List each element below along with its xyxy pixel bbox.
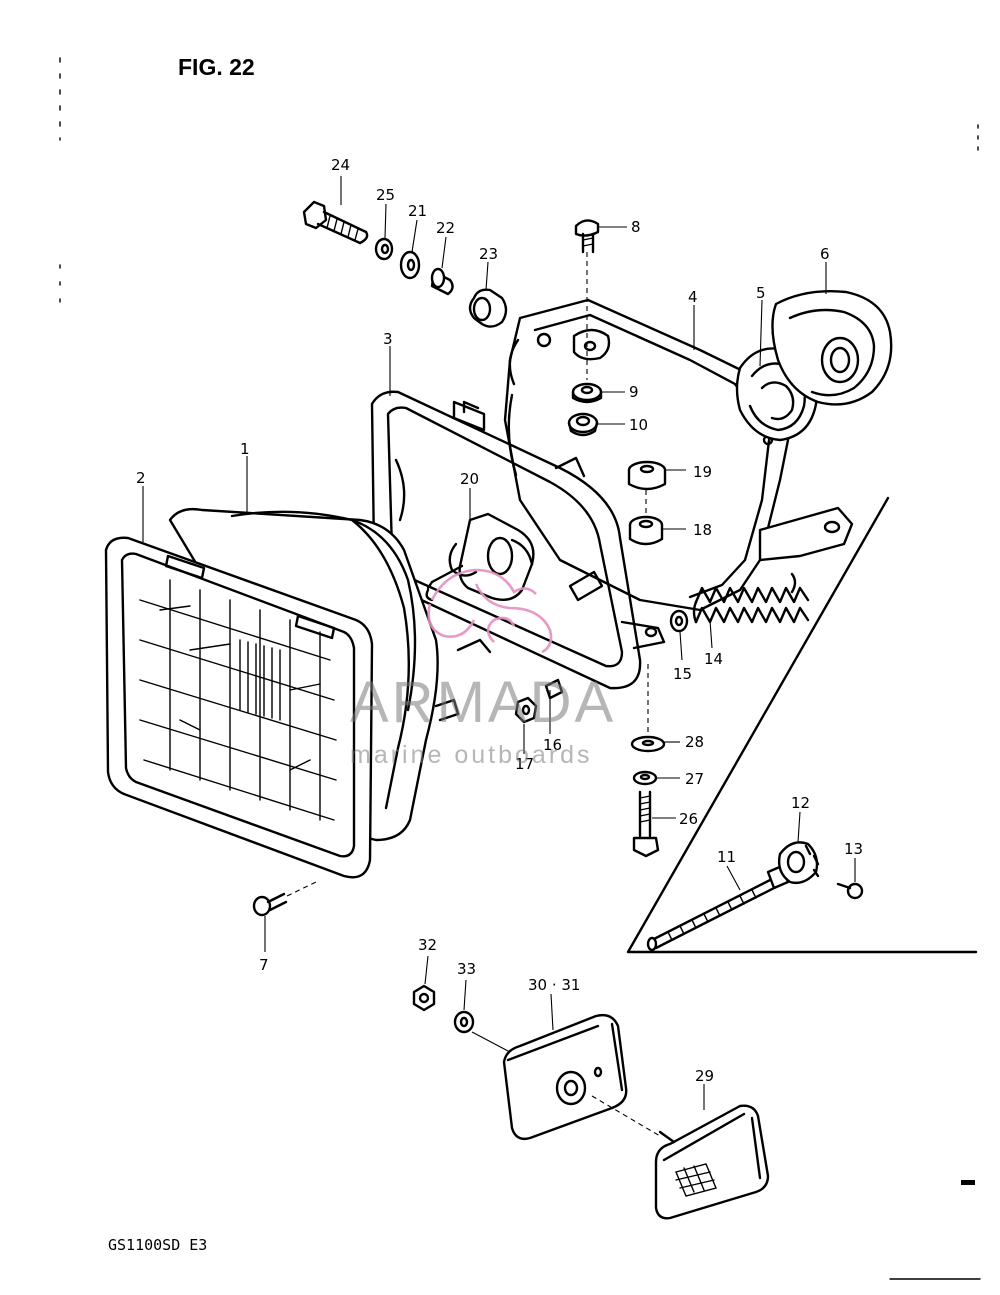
callout-18: 18 <box>693 521 712 539</box>
callout-13: 13 <box>844 840 863 858</box>
part-29-reflector <box>654 1104 770 1220</box>
callout-5: 5 <box>756 284 766 302</box>
callout-28: 28 <box>685 733 704 751</box>
callout-26: 26 <box>679 810 698 828</box>
callout-12: 12 <box>791 794 810 812</box>
callout-33: 33 <box>457 960 476 978</box>
part-7-screw <box>252 892 288 917</box>
part-14-spring <box>692 572 810 624</box>
part-10-grommet <box>567 412 599 437</box>
part-21-washer <box>399 250 421 280</box>
part-12-adjuster-nut <box>777 841 820 885</box>
callout-11: 11 <box>717 848 736 866</box>
callout-23: 23 <box>479 245 498 263</box>
watermark: ARMADA marine outboards <box>350 568 616 769</box>
callout-1: 1 <box>240 440 250 458</box>
callout-27: 27 <box>685 770 704 788</box>
detail-inset-outline <box>626 496 978 954</box>
part-19-cushion <box>627 460 667 491</box>
callout-3: 3 <box>383 330 393 348</box>
part-26-bolt <box>632 790 660 858</box>
callout-4: 4 <box>688 288 698 306</box>
part-8-screw <box>574 219 600 254</box>
callout-29: 29 <box>695 1067 714 1085</box>
callout-17: 17 <box>515 755 534 773</box>
part-15-washer <box>669 609 689 633</box>
model-code: GS1100SD E3 <box>108 1236 207 1254</box>
watermark-logo <box>427 568 553 654</box>
callout-labels: 1 2 3 4 5 6 7 8 9 10 11 12 13 14 15 16 1… <box>136 156 863 1085</box>
callout-8: 8 <box>631 218 641 236</box>
callout-7: 7 <box>259 956 269 974</box>
callout-9: 9 <box>629 383 639 401</box>
callout-6: 6 <box>820 245 830 263</box>
part-17-nut <box>514 696 538 724</box>
part-30-31-reflector-bracket <box>502 1013 628 1141</box>
part-32-nut <box>412 984 436 1012</box>
part-2-rim <box>104 536 460 879</box>
callout-25: 25 <box>376 186 395 204</box>
part-13-screw <box>836 882 864 900</box>
part-28-washer <box>630 735 666 753</box>
part-24-bolt <box>302 200 369 245</box>
callout-24: 24 <box>331 156 350 174</box>
figure-title: FIG. 22 <box>178 54 255 80</box>
callout-32: 32 <box>418 936 437 954</box>
watermark-tagline: marine outboards <box>350 741 593 769</box>
watermark-brand: ARMADA <box>350 670 616 735</box>
scan-edge-marks <box>59 57 981 1280</box>
callout-30-31: 30 · 31 <box>528 976 580 994</box>
callout-10: 10 <box>629 416 648 434</box>
callout-20: 20 <box>460 470 479 488</box>
part-9-grommet <box>571 382 603 404</box>
callout-21: 21 <box>408 202 427 220</box>
callout-19: 19 <box>693 463 712 481</box>
callout-leader-lines <box>142 176 856 1137</box>
part-18-cushion <box>628 515 664 546</box>
callout-16: 16 <box>543 736 562 754</box>
part-20-bulb <box>425 512 535 602</box>
callout-14: 14 <box>704 650 723 668</box>
part-33-washer <box>453 1010 475 1034</box>
part-27-lock-washer <box>632 770 658 786</box>
callout-2: 2 <box>136 469 146 487</box>
part-23-cushion <box>468 288 508 328</box>
part-25-lock-washer <box>374 237 394 261</box>
part-6-dust-cover <box>771 290 893 406</box>
callout-15: 15 <box>673 665 692 683</box>
callout-22: 22 <box>436 219 455 237</box>
part-22-collar <box>430 267 454 296</box>
